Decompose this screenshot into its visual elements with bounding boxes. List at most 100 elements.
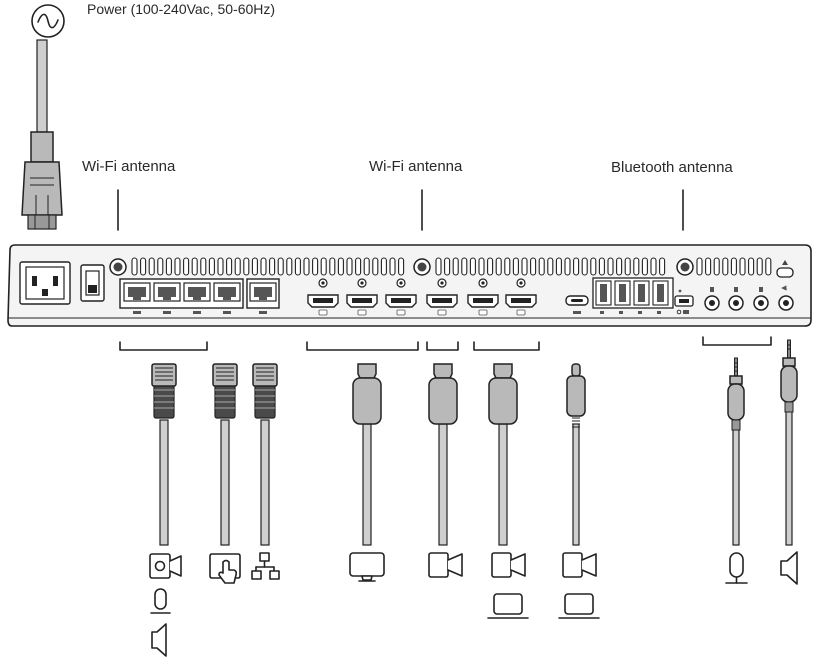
vent-slot (312, 257, 319, 276)
power-cable (21, 39, 63, 230)
vent-slot (208, 257, 215, 276)
micro-usb-port (674, 289, 694, 315)
power-symbol-icon (31, 4, 65, 38)
vent-slot (564, 257, 571, 276)
vent-slot (398, 257, 405, 276)
vent-slot (200, 257, 207, 276)
vent-slot (234, 257, 241, 276)
vent-slot (547, 257, 554, 276)
codec-panel (7, 244, 812, 327)
laptop-icon (487, 593, 529, 619)
ethernet-port (123, 282, 151, 302)
status-led (776, 260, 794, 278)
vent-slot (260, 257, 267, 276)
vent-slot (444, 257, 451, 276)
vent-slot (286, 257, 293, 276)
ethernet-cable (212, 363, 238, 546)
hdmi-port (385, 278, 417, 316)
hdmi-cable (352, 363, 382, 546)
vent-slot (530, 257, 537, 276)
camera-icon (428, 552, 463, 578)
vent-slot (730, 257, 737, 276)
vent-slot (722, 257, 729, 276)
microphone-icon (725, 552, 748, 584)
vent-slot (452, 257, 459, 276)
vent-slot (607, 257, 614, 276)
vent-slot (756, 257, 763, 276)
usb-a-port (614, 280, 631, 306)
microphone-icon (150, 588, 171, 614)
vent-slot (191, 257, 198, 276)
wifi-antenna-mount-left (109, 258, 127, 276)
hdmi-cable (488, 363, 518, 546)
camera-icon (562, 552, 597, 578)
vent-slot (538, 257, 545, 276)
laptop-icon (558, 593, 600, 619)
vent-slot (590, 257, 597, 276)
vent-slot (581, 257, 588, 276)
ethernet-port (183, 282, 211, 302)
ethernet-port (213, 282, 241, 302)
vent-slot (294, 257, 301, 276)
vent-slot (469, 257, 476, 276)
vent-slot (226, 257, 233, 276)
wifi-antenna-left-label: Wi-Fi antenna (82, 158, 176, 175)
vent-slot (157, 257, 164, 276)
vent-slot (174, 257, 181, 276)
audio-jack (753, 287, 769, 311)
vent-slot (555, 257, 562, 276)
vent-slot (380, 257, 387, 276)
power-switch (80, 264, 105, 302)
hdmi-port-group (307, 278, 537, 316)
vent-slot (713, 257, 720, 276)
vent-slot (183, 257, 190, 276)
audio-cable (727, 357, 745, 546)
vent-slot (320, 257, 327, 276)
speaker-icon (780, 551, 798, 585)
hdmi-port (346, 278, 378, 316)
audio-jack (728, 287, 744, 311)
audio-cable (780, 339, 798, 546)
group-brackets (119, 336, 772, 351)
ethernet-port-group (119, 278, 280, 314)
vent-slot (355, 257, 362, 276)
usb-a-port-group (592, 277, 674, 314)
vent-slot (277, 257, 284, 276)
camera-icon (149, 553, 182, 579)
usb-c-port (565, 295, 589, 314)
vent-slot (650, 257, 657, 276)
usb-c-cable (566, 363, 586, 546)
hdmi-port (426, 278, 458, 316)
vent-slot (748, 257, 755, 276)
vent-slot (303, 257, 310, 276)
vent-slot (633, 257, 640, 276)
vent-slot (461, 257, 468, 276)
vent-slot (705, 257, 712, 276)
wifi-antenna-mount-center (413, 258, 431, 276)
speaker-icon (151, 623, 167, 657)
usb-a-port (595, 280, 612, 306)
cables (151, 339, 798, 546)
vent-slot (478, 257, 485, 276)
network-lan-port (249, 282, 277, 302)
vent-slot (495, 257, 502, 276)
power-inlet (19, 261, 71, 305)
audio-jack-group (704, 285, 794, 311)
vent-slot (598, 257, 605, 276)
vent-slot (487, 257, 494, 276)
vent-slot (363, 257, 370, 276)
hdmi-port (467, 278, 499, 316)
camera-icon (491, 552, 526, 578)
bluetooth-antenna-mount (676, 258, 694, 276)
vent-slot (696, 257, 703, 276)
hdmi-cable (428, 363, 458, 546)
network-icon (251, 552, 280, 580)
vent-slot (372, 257, 379, 276)
vent-slot (659, 257, 666, 276)
vent-slot (131, 257, 138, 276)
ethernet-cable (252, 363, 278, 546)
hdmi-port (307, 278, 339, 316)
vent-slot (329, 257, 336, 276)
vent-slot (243, 257, 250, 276)
